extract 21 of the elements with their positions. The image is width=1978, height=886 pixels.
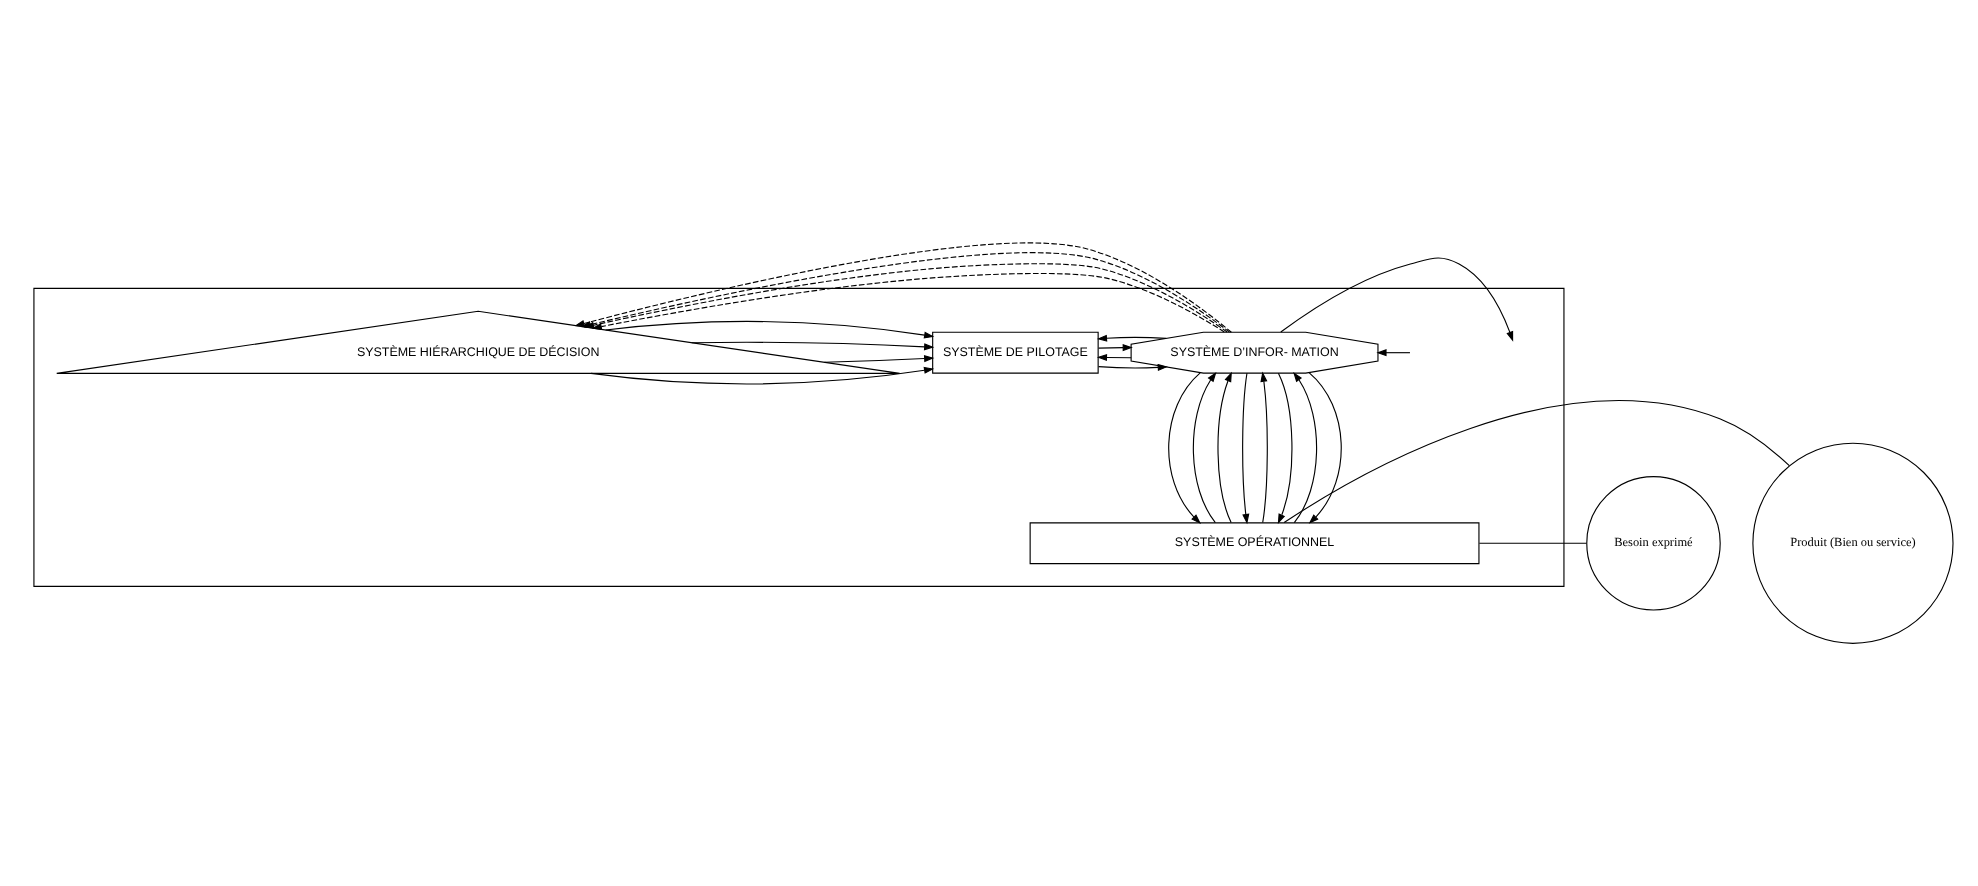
arrow — [1168, 372, 1201, 524]
arrow — [1376, 349, 1411, 357]
arrow — [1217, 371, 1232, 524]
arrow — [605, 320, 935, 339]
connector — [1283, 400, 1790, 524]
cluster — [33, 287, 1565, 587]
arrow — [1277, 372, 1293, 525]
arrow — [691, 341, 935, 351]
arrow — [1280, 257, 1514, 342]
arrow — [1242, 372, 1250, 525]
arrow — [1098, 344, 1133, 352]
arrow — [823, 355, 935, 363]
arrow — [590, 366, 935, 385]
arrow — [1308, 372, 1342, 524]
connector — [1478, 542, 1588, 544]
arrow — [1260, 371, 1268, 524]
arrow — [1293, 371, 1318, 524]
arrow — [1192, 371, 1217, 524]
arrow — [1098, 363, 1168, 371]
arrow — [1096, 353, 1132, 362]
arrow — [1096, 334, 1167, 342]
